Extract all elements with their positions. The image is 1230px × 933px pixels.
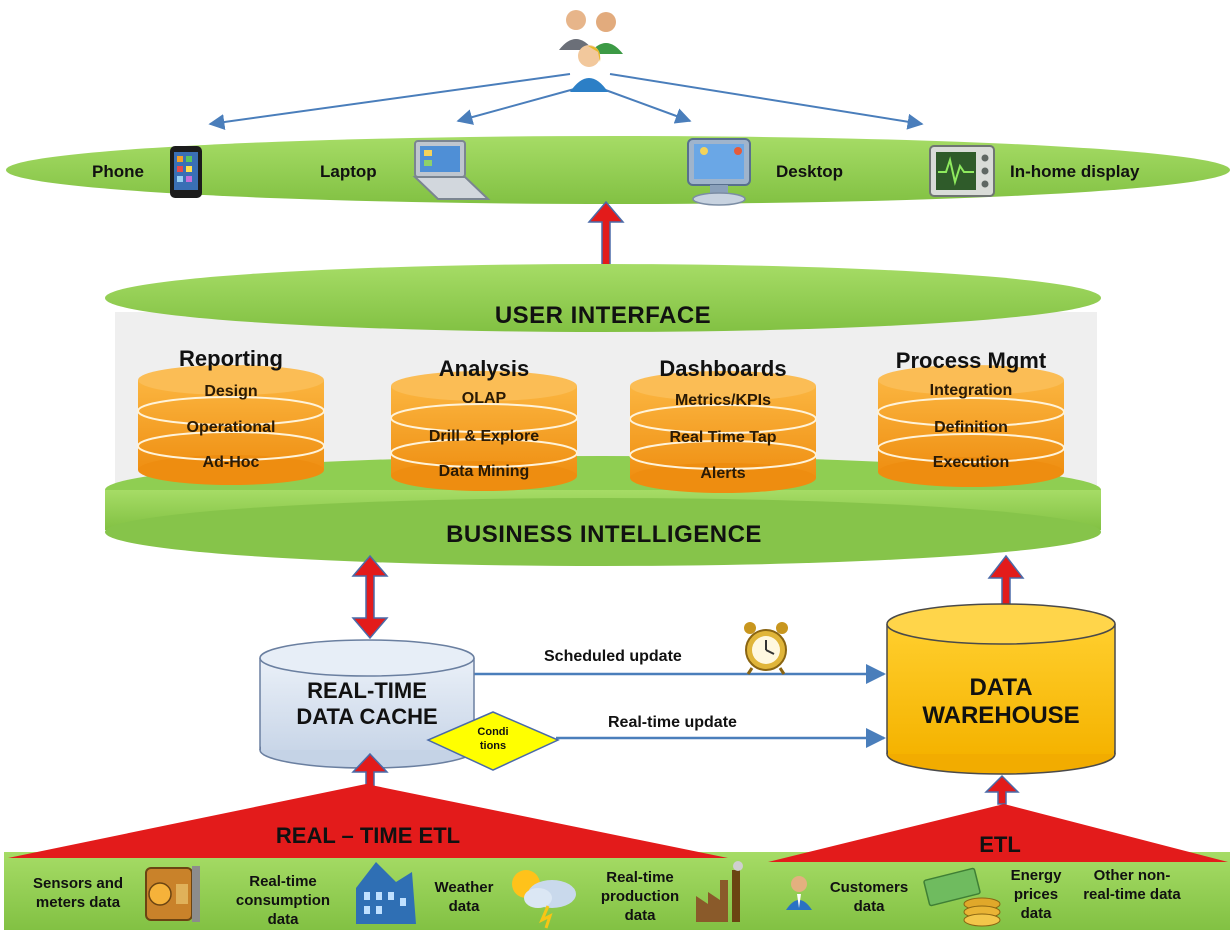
cache-label-line1: REAL-TIME bbox=[307, 678, 427, 703]
data-warehouse-cylinder bbox=[886, 603, 1116, 775]
device-label-phone: Phone bbox=[92, 162, 144, 181]
warehouse-label-line1: DATA bbox=[969, 674, 1033, 701]
device-label-laptop: Laptop bbox=[320, 162, 377, 181]
etl-warehouse-arrow bbox=[984, 774, 1020, 805]
realtime-etl-triangle bbox=[8, 784, 728, 858]
alarm-clock-icon bbox=[744, 622, 788, 675]
bi-stack-dashboards bbox=[629, 371, 817, 493]
module-item: Ad-Hoc bbox=[202, 454, 260, 471]
bi-stack-process-mgmt bbox=[877, 365, 1065, 487]
module-item: Definition bbox=[934, 419, 1008, 436]
users-icon bbox=[559, 10, 623, 92]
data-source-band bbox=[4, 852, 1230, 930]
user-device-connectors bbox=[208, 73, 924, 130]
module-item: Alerts bbox=[700, 465, 746, 482]
module-item: Real Time Tap bbox=[669, 429, 777, 446]
in-home-display-icon bbox=[929, 145, 995, 197]
module-item: OLAP bbox=[461, 390, 507, 407]
module-title: Reporting bbox=[179, 346, 283, 371]
warehouse-label-line2: WAREHOUSE bbox=[922, 702, 1080, 729]
module-title: Analysis bbox=[438, 356, 530, 381]
bi-stack-reporting bbox=[137, 365, 325, 485]
business-intelligence-title: BUSINESS INTELLIGENCE bbox=[446, 521, 762, 548]
source-energy-prices: Energy prices data bbox=[1010, 867, 1062, 922]
module-title: Dashboards bbox=[659, 356, 787, 381]
weather-icon bbox=[512, 870, 576, 929]
module-title: Process Mgmt bbox=[895, 348, 1047, 373]
source-realtime-consumption: Real-time consumption data bbox=[235, 873, 331, 928]
module-item: Data Mining bbox=[438, 463, 530, 480]
conditions-label-line2: tions bbox=[479, 740, 507, 752]
realtime-update-label: Real-time update bbox=[608, 714, 737, 731]
source-other-non-realtime: Other non-real-time data bbox=[1083, 867, 1181, 903]
source-realtime-production: Real-time production data bbox=[600, 869, 680, 924]
conditions-label-line1: Condi bbox=[477, 726, 509, 738]
desktop-icon bbox=[687, 138, 751, 206]
user-interface-title: USER INTERFACE bbox=[494, 302, 712, 329]
money-icon bbox=[923, 867, 1001, 927]
module-item: Operational bbox=[186, 419, 276, 436]
update-lines bbox=[472, 664, 886, 748]
realtime-cache-cylinder bbox=[259, 639, 475, 769]
laptop-icon bbox=[412, 140, 491, 200]
batch-etl-triangle bbox=[768, 804, 1228, 862]
customer-icon bbox=[786, 876, 812, 910]
module-item: Design bbox=[204, 383, 258, 400]
scheduled-update-label: Scheduled update bbox=[544, 648, 682, 665]
module-item: Execution bbox=[932, 454, 1010, 471]
device-label-in-home-display: In-home display bbox=[1010, 162, 1140, 181]
source-customers: Customers data bbox=[829, 879, 909, 915]
cache-label-line2: DATA CACHE bbox=[296, 704, 438, 729]
bi-stack-analysis bbox=[390, 371, 578, 491]
conditions-diamond bbox=[426, 711, 560, 771]
module-item: Metrics/KPIs bbox=[674, 392, 772, 409]
source-sensors-meters: Sensors and meters data bbox=[32, 875, 124, 911]
module-item: Drill & Explore bbox=[428, 428, 540, 445]
bi-cache-arrow bbox=[351, 554, 389, 640]
module-item: Integration bbox=[929, 382, 1013, 399]
factory-icon bbox=[696, 861, 743, 922]
source-weather: Weather data bbox=[434, 879, 494, 915]
realtime-etl-label: REAL – TIME ETL bbox=[275, 823, 461, 848]
batch-etl-label: ETL bbox=[979, 832, 1021, 857]
phone-icon bbox=[170, 146, 202, 198]
meter-icon bbox=[145, 866, 200, 922]
device-label-desktop: Desktop bbox=[776, 162, 844, 181]
building-icon bbox=[356, 862, 416, 924]
device-layer-band bbox=[6, 136, 1230, 204]
